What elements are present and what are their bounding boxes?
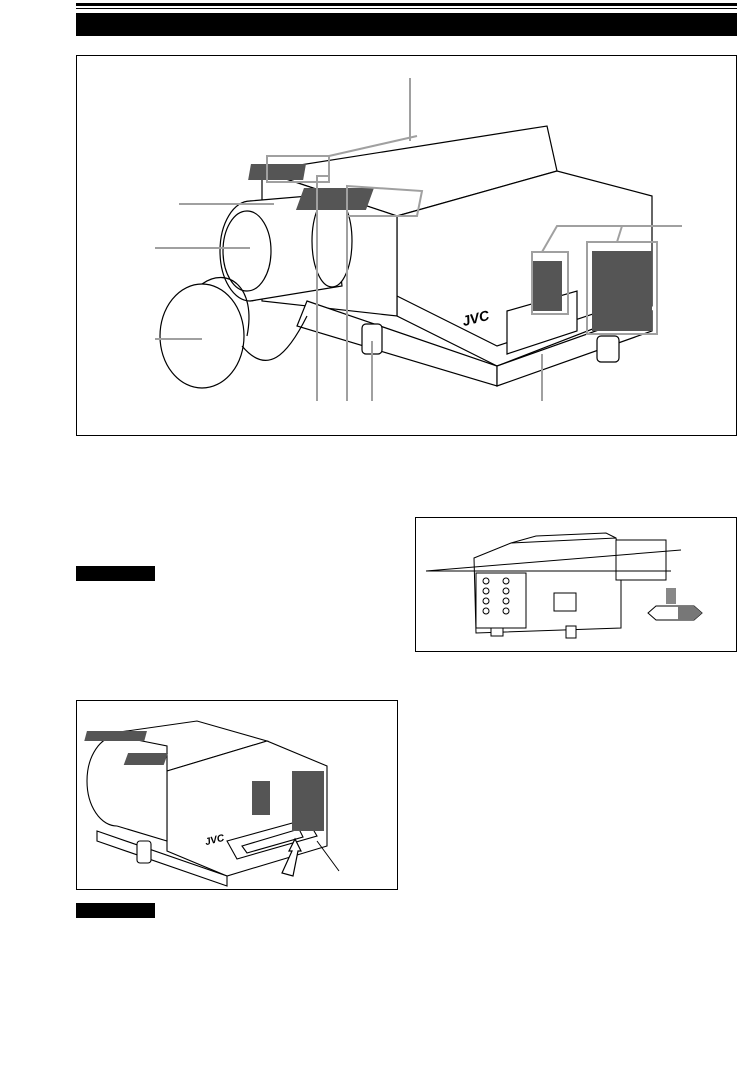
note-tag-1 — [76, 566, 155, 581]
filter-replacement-figure: JVC — [76, 700, 398, 890]
side-view-figure — [415, 517, 737, 652]
top-rule-thin — [76, 8, 737, 9]
foot-rotation-icon — [647, 588, 703, 621]
filter-illustration — [84, 720, 340, 887]
top-vent-grille — [248, 164, 374, 210]
note-tag-2 — [76, 903, 155, 918]
filter-vent-grilles — [84, 731, 324, 831]
side-vent-grilles — [532, 251, 652, 331]
tilt-angle-lines — [425, 548, 682, 578]
filter-callout-line — [316, 840, 340, 872]
main-projector-figure: JVC — [76, 55, 737, 436]
top-rule-thick — [76, 3, 737, 6]
callout-lines — [155, 78, 682, 401]
projector-illustration — [155, 78, 682, 401]
side-view-illustration — [425, 532, 703, 639]
lift-arrow-icon — [281, 837, 302, 877]
section-header-bar — [76, 13, 737, 36]
